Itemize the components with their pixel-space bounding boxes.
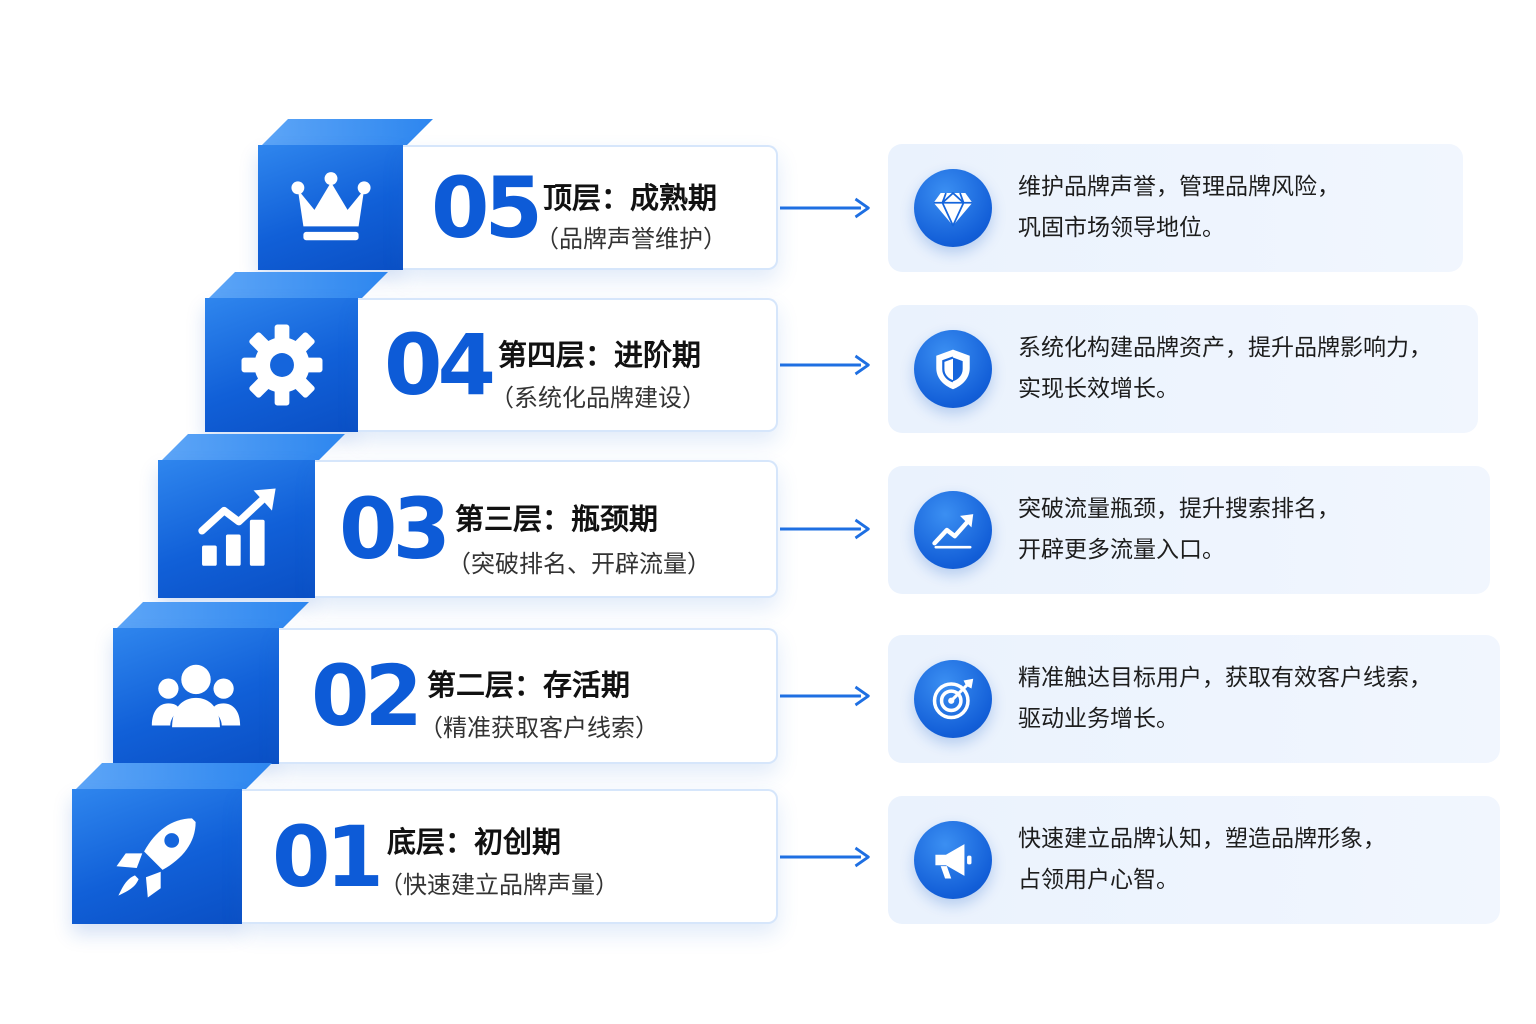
description-line: 实现长效增长。 [1018, 376, 1179, 402]
step-description: 维护品牌声誉，管理品牌风险， 巩固市场领导地位。 [1018, 167, 1340, 249]
step-top-face [258, 119, 433, 149]
step-subtitle: （突破排名、开辟流量） [447, 550, 711, 578]
step-title: 顶层：成熟期 [543, 181, 718, 215]
step-icon-block [258, 145, 403, 270]
step-icon-block [113, 628, 279, 764]
crown-icon [285, 162, 377, 254]
step-top-face [113, 602, 309, 632]
step-title: 第二层：存活期 [427, 668, 631, 702]
description-line: 维护品牌声誉，管理品牌风险， [1018, 174, 1340, 200]
growth-chart-icon [191, 483, 283, 575]
step-description-card: 精准触达目标用户，获取有效客户线索， 驱动业务增长。 [888, 635, 1500, 763]
step-number: 03 [339, 480, 451, 578]
step-icon-block [158, 460, 315, 598]
trend-up-icon [914, 491, 992, 569]
step-title: 第四层：进阶期 [498, 338, 702, 372]
step-description: 快速建立品牌认知，塑造品牌形象， 占领用户心智。 [1018, 819, 1386, 901]
step-top-face [72, 763, 272, 793]
arrow-right-icon [780, 196, 872, 220]
rocket-icon [111, 811, 203, 903]
step-icon-block [205, 298, 358, 432]
description-line: 快速建立品牌认知，塑造品牌形象， [1018, 826, 1386, 852]
target-icon [914, 660, 992, 738]
step-number: 04 [384, 316, 496, 414]
description-line: 开辟更多流量入口。 [1018, 537, 1225, 563]
arrow-right-icon [780, 684, 872, 708]
step-title: 第三层：瓶颈期 [455, 502, 659, 536]
step-number: 05 [431, 158, 543, 257]
step-number: 02 [311, 647, 423, 745]
description-line: 驱动业务增长。 [1018, 706, 1179, 732]
shield-icon [914, 330, 992, 408]
step-icon-block [72, 789, 242, 924]
step-subtitle: （品牌声誉维护） [535, 225, 727, 253]
megaphone-icon [914, 821, 992, 899]
arrow-right-icon [780, 353, 872, 377]
step-description-card: 快速建立品牌认知，塑造品牌形象， 占领用户心智。 [888, 796, 1500, 924]
step-subtitle: （系统化品牌建设） [490, 384, 706, 412]
gear-icon [236, 319, 328, 411]
step-subtitle: （快速建立品牌声量） [379, 871, 619, 899]
step-description-card: 维护品牌声誉，管理品牌风险， 巩固市场领导地位。 [888, 144, 1463, 272]
arrow-right-icon [780, 517, 872, 541]
step-description-card: 突破流量瓶颈，提升搜索排名， 开辟更多流量入口。 [888, 466, 1490, 594]
step-top-face [205, 272, 388, 302]
description-line: 突破流量瓶颈，提升搜索排名， [1018, 496, 1340, 522]
description-line: 巩固市场领导地位。 [1018, 215, 1225, 241]
step-number: 01 [272, 807, 384, 906]
step-description: 突破流量瓶颈，提升搜索排名， 开辟更多流量入口。 [1018, 489, 1340, 571]
step-title: 底层：初创期 [387, 825, 562, 859]
arrow-right-icon [780, 845, 872, 869]
step-description: 系统化构建品牌资产，提升品牌影响力， 实现长效增长。 [1018, 328, 1432, 410]
diamond-icon [914, 169, 992, 247]
description-line: 精准触达目标用户，获取有效客户线索， [1018, 665, 1432, 691]
description-line: 系统化构建品牌资产，提升品牌影响力， [1018, 335, 1432, 361]
step-top-face [158, 434, 345, 464]
description-line: 占领用户心智。 [1018, 867, 1179, 893]
users-icon [150, 650, 242, 742]
step-subtitle: （精准获取客户线索） [419, 714, 659, 742]
step-description-card: 系统化构建品牌资产，提升品牌影响力， 实现长效增长。 [888, 305, 1478, 433]
step-description: 精准触达目标用户，获取有效客户线索， 驱动业务增长。 [1018, 658, 1432, 740]
